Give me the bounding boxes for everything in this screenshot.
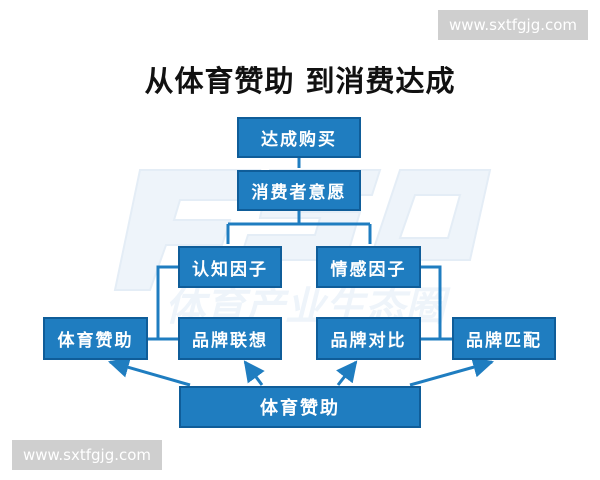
- watermark-bottom: www.sxtfgjg.com: [12, 440, 162, 470]
- link-cognitive-bracket: [156, 265, 178, 341]
- node-brand-association: 品牌联想: [178, 317, 282, 360]
- node-consumer-intention: 消费者意愿: [237, 170, 361, 211]
- node-emotional-factor: 情感因子: [316, 246, 421, 288]
- arrow-to-brand-comparison: [336, 360, 358, 386]
- arrow-to-brand-match: [409, 356, 495, 387]
- node-brand-match: 品牌匹配: [452, 317, 556, 360]
- node-sports-sponsorship-left: 体育赞助: [43, 317, 148, 360]
- node-purchase: 达成购买: [237, 117, 361, 158]
- arrow-to-sponsor-left: [107, 357, 191, 387]
- arrow-to-brand-association: [243, 360, 265, 386]
- node-brand-comparison: 品牌对比: [316, 317, 421, 360]
- watermark-top: www.sxtfgjg.com: [438, 10, 588, 40]
- link-emotional-bracket: [421, 265, 442, 341]
- node-cognitive-factor: 认知因子: [178, 246, 282, 288]
- diagram-title: 从体育赞助 到消费达成: [144, 64, 456, 98]
- node-sports-sponsorship-bottom: 体育赞助: [179, 386, 421, 428]
